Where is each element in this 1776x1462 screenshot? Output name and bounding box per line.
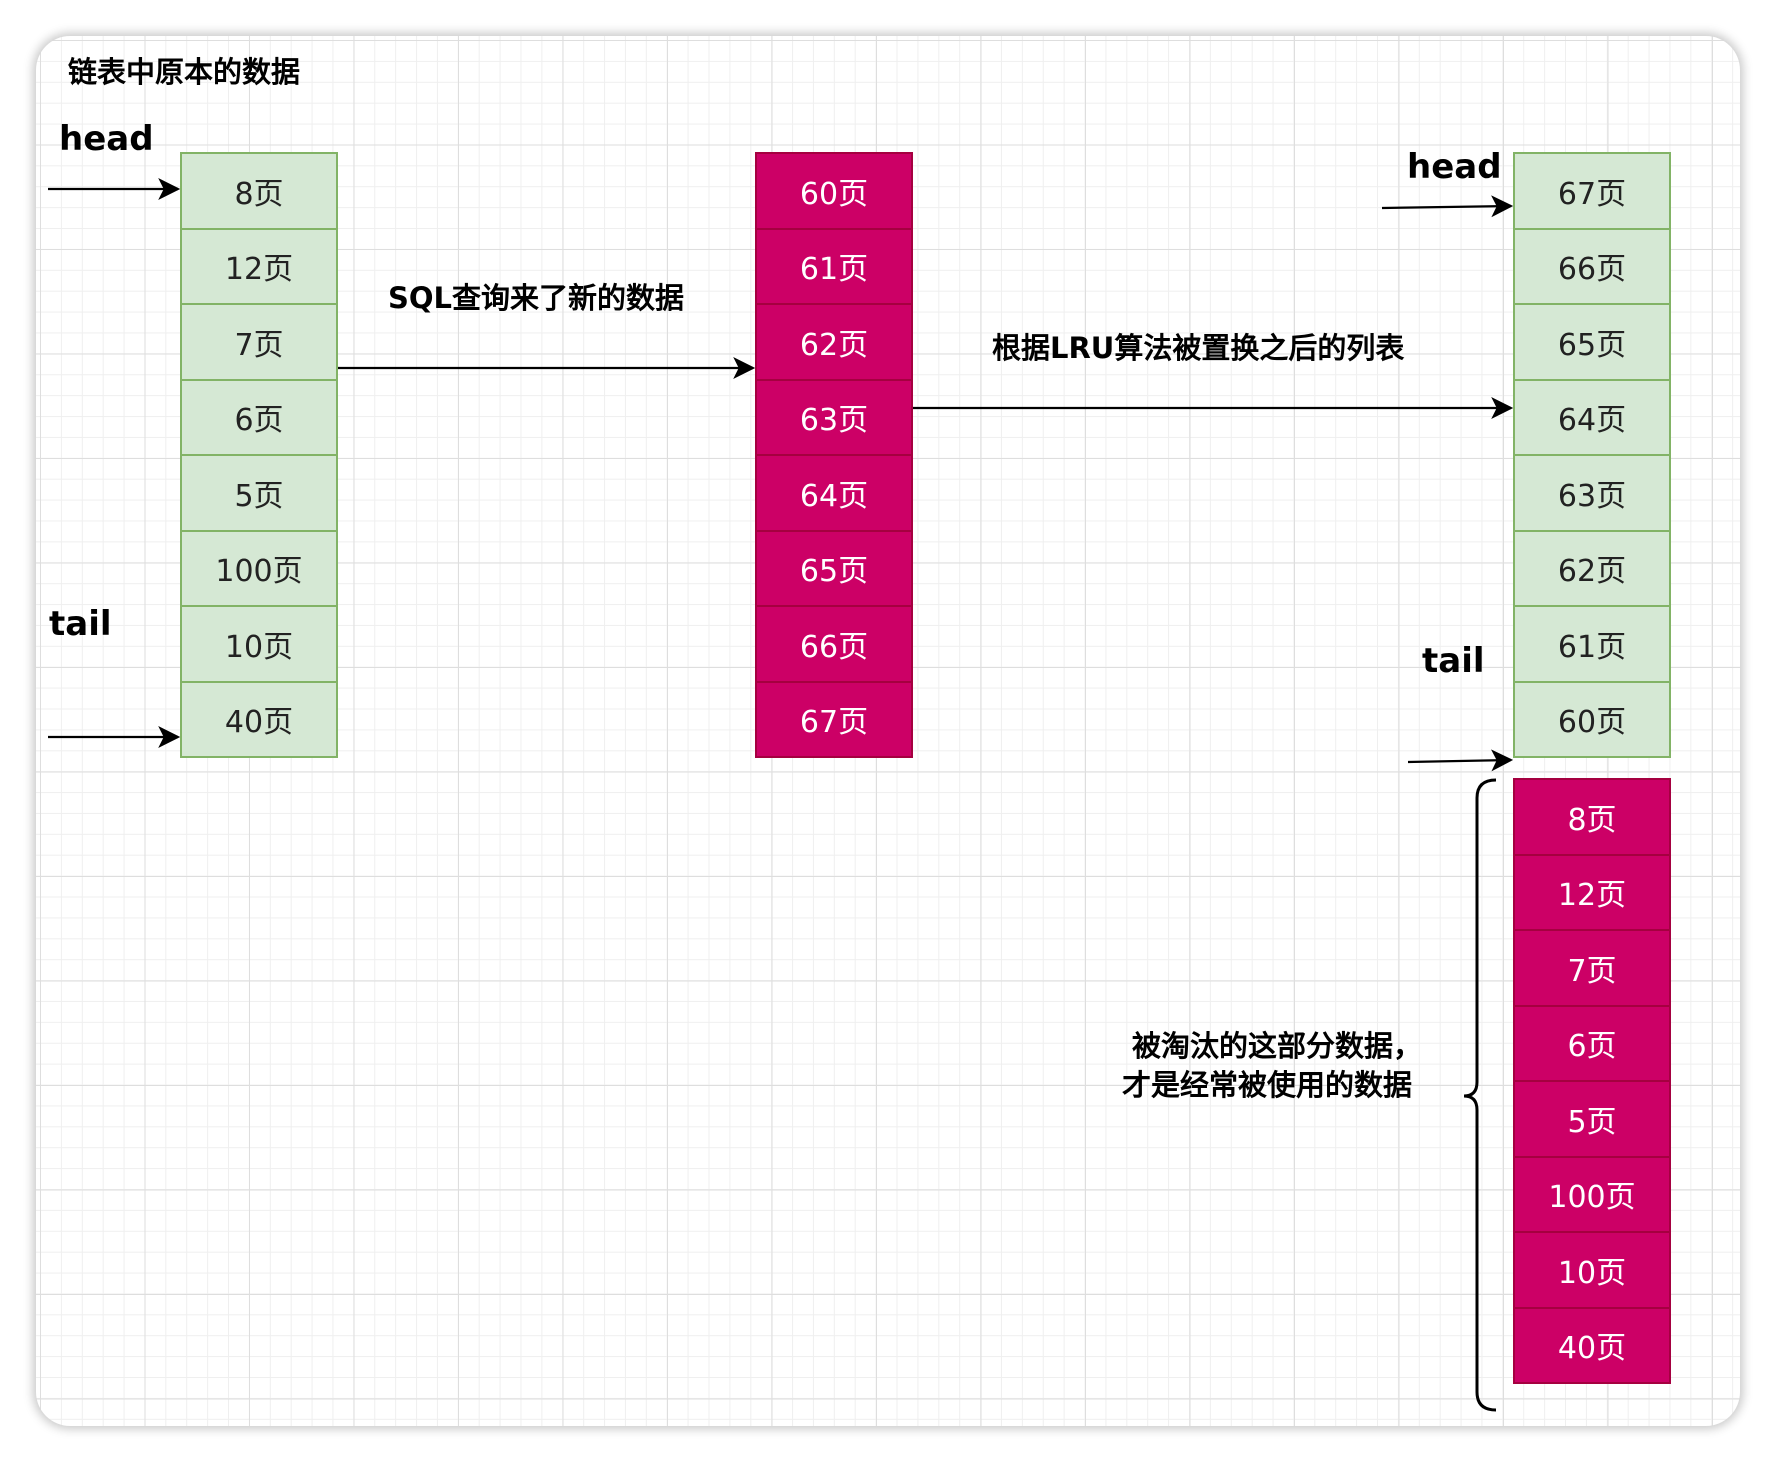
new-data-list: 60页 61页 62页 63页 64页 65页 66页 67页 (755, 152, 913, 758)
diagram-title: 链表中原本的数据 (68, 55, 301, 89)
tail-label-result: tail (1422, 641, 1485, 681)
list-item: 61页 (755, 227, 913, 305)
list-item: 12页 (1513, 853, 1671, 931)
connectors (48, 178, 1514, 1412)
list-item: 10页 (180, 605, 338, 683)
result-list: 67页 66页 65页 64页 63页 62页 61页 60页 (1513, 152, 1671, 758)
lru-arrow-label: 根据LRU算法被置换之后的列表 (992, 331, 1405, 365)
evicted-list: 8页 12页 7页 6页 5页 100页 10页 40页 (1513, 778, 1671, 1384)
list-item: 6页 (180, 378, 338, 456)
list-item: 62页 (755, 303, 913, 381)
diagram-canvas: 链表中原本的数据 head tail 8页 12页 7页 6页 5页 100页 … (36, 36, 1740, 1426)
list-item: 67页 (755, 680, 913, 758)
sql-arrow-label: SQL查询来了新的数据 (388, 281, 685, 315)
list-item: 65页 (755, 529, 913, 607)
list-item: 63页 (755, 378, 913, 456)
head-label-original: head (59, 119, 154, 159)
tail-arrow-result (1407, 749, 1514, 772)
head-label-result: head (1407, 147, 1502, 187)
list-item: 40页 (1513, 1306, 1671, 1384)
list-item: 63页 (1513, 454, 1671, 532)
original-list: 8页 12页 7页 6页 5页 100页 10页 40页 (180, 152, 338, 758)
list-item: 10页 (1513, 1231, 1671, 1309)
list-item: 61页 (1513, 605, 1671, 683)
list-item: 5页 (180, 454, 338, 532)
evicted-note-line1: 被淘汰的这部分数据， (1132, 1029, 1423, 1063)
list-item: 60页 (1513, 680, 1671, 758)
list-item: 62页 (1513, 529, 1671, 607)
list-item: 40页 (180, 680, 338, 758)
evicted-note-line2: 才是经常被使用的数据 (1122, 1068, 1413, 1102)
list-item: 6页 (1513, 1004, 1671, 1082)
list-item: 5页 (1513, 1080, 1671, 1158)
evicted-brace (1463, 778, 1497, 1412)
head-arrow-result (1381, 195, 1514, 218)
list-item: 64页 (755, 454, 913, 532)
list-item: 65页 (1513, 303, 1671, 381)
list-item: 100页 (1513, 1155, 1671, 1233)
tail-label-original: tail (49, 604, 112, 644)
list-item: 7页 (180, 303, 338, 381)
list-item: 8页 (1513, 778, 1671, 856)
list-item: 64页 (1513, 378, 1671, 456)
